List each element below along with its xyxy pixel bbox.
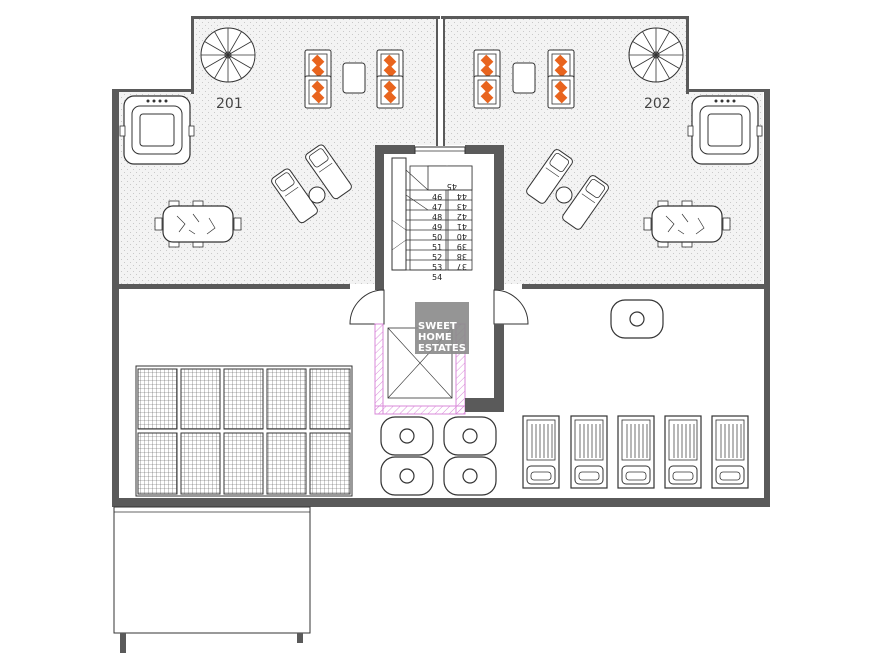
step-number: 43 (457, 202, 467, 211)
sunbeds (522, 415, 749, 489)
dining-table-201 (154, 200, 242, 248)
door-swing-right (493, 289, 529, 325)
lounge-set-202 (473, 49, 575, 109)
stair-step-numbers-right: 45 44 43 42 41 40 39 38 37 (447, 182, 467, 271)
lounge-set-201 (304, 49, 404, 109)
step-number: 40 (457, 232, 467, 241)
solar-panels (135, 365, 353, 497)
terrace-walls (112, 16, 770, 507)
step-number: 46 (432, 193, 442, 202)
step-number: 47 (432, 203, 442, 212)
step-number: 48 (432, 213, 442, 222)
unit-label-201: 201 (216, 96, 243, 112)
step-number: 38 (457, 252, 467, 261)
logo-text-line2: HOME (418, 332, 452, 343)
step-number: 39 (457, 242, 467, 251)
step-number: 53 (432, 263, 442, 272)
stair-step-numbers-left: 46 47 48 49 50 51 52 53 54 (432, 193, 442, 282)
step-number: 51 (432, 243, 442, 252)
sweet-home-estates-logo: SWEET HOME ESTATES (415, 302, 469, 354)
logo-text-line3: ESTATES (418, 343, 466, 354)
step-number: 50 (432, 233, 442, 242)
step-number: 52 (432, 253, 442, 262)
dining-table-202 (643, 200, 731, 248)
unit-label-202: 202 (644, 96, 671, 112)
loungers-202 (524, 147, 611, 232)
stair-core (375, 145, 504, 290)
step-number: 49 (432, 223, 442, 232)
step-number: 54 (432, 273, 442, 282)
step-number: 45 (447, 182, 457, 191)
logo-text-line1: SWEET (418, 321, 457, 332)
loungers-201 (269, 142, 354, 225)
step-number: 41 (457, 222, 467, 231)
step-number: 37 (457, 262, 467, 271)
lower-extension (113, 506, 311, 653)
spiral-staircase-202 (628, 27, 684, 83)
spiral-staircase-201 (200, 27, 256, 83)
door-swing-left (349, 289, 385, 325)
step-number: 44 (457, 192, 467, 201)
jacuzzi-202 (687, 95, 763, 165)
step-number: 42 (457, 212, 467, 221)
jacuzzi-201 (119, 95, 195, 165)
